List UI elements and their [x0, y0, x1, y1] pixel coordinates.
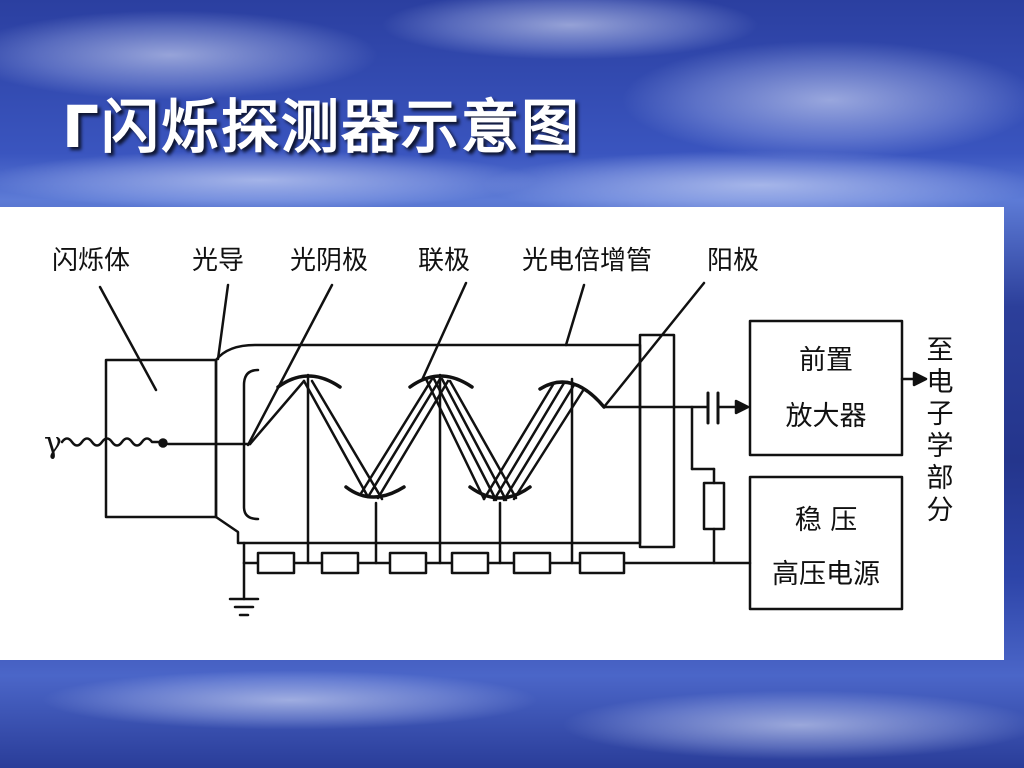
scintillation-detector-diagram: 闪烁体 光导 光阴极 联极 光电倍增管 阳极: [44, 246, 954, 617]
leader-dynode: [420, 281, 468, 382]
gamma-symbol: γ: [44, 426, 62, 461]
divider-resistor: [256, 551, 296, 575]
scintillator-box: [104, 358, 218, 519]
gamma-ray-wave: [60, 437, 162, 447]
leader-light-guide: [216, 283, 230, 361]
label-photocathode: 光阴极: [290, 246, 368, 276]
preamp-label-1: 前置: [799, 345, 853, 376]
label-light-guide: 光导: [192, 246, 244, 276]
output-label-char: 至: [927, 335, 954, 366]
divider-resistor: [578, 551, 626, 575]
output-label-char: 部: [927, 463, 954, 494]
divider-resistor: [388, 551, 428, 575]
electron-path: [440, 377, 508, 502]
output-label: 至 电 子 学 部 分: [927, 335, 954, 526]
slide-title: Γ闪烁探测器示意图: [62, 93, 581, 161]
electron-path: [302, 379, 370, 499]
electron-path: [482, 381, 556, 501]
leader-scintillator: [98, 285, 158, 392]
diagram-panel: 闪烁体 光导 光阴极 联极 光电倍增管 阳极: [0, 207, 1004, 660]
electron-path: [432, 377, 498, 502]
output-label-char: 分: [927, 495, 954, 526]
hv-supply-box: [748, 475, 904, 611]
electron-path: [492, 381, 566, 502]
gamma-interaction-point: [158, 438, 168, 448]
dynode-4: [468, 485, 532, 500]
electron-path: [512, 387, 586, 501]
divider-resistor: [320, 551, 360, 575]
output-label-char: 电: [927, 367, 954, 398]
electron-path: [448, 379, 518, 500]
output-label-char: 学: [927, 431, 954, 462]
label-anode: 阳极: [707, 246, 759, 276]
divider-resistor: [450, 551, 490, 575]
electron-path: [248, 379, 306, 446]
divider-resistor: [512, 551, 552, 575]
electron-path: [358, 377, 434, 497]
pmt-envelope: [214, 343, 642, 545]
arrow-icon: [912, 371, 928, 387]
output-label-char: 子: [927, 399, 954, 430]
electron-path: [424, 377, 486, 501]
leader-anode: [602, 281, 706, 409]
dynode-2: [344, 485, 406, 499]
electron-path: [366, 377, 442, 499]
label-dynode: 联极: [418, 246, 470, 276]
hv-label-1: 稳 压: [795, 505, 858, 536]
leader-photocathode: [246, 283, 334, 447]
preamp-label-2: 放大器: [786, 401, 867, 432]
electron-path: [376, 379, 450, 500]
label-scintillator: 闪烁体: [52, 246, 130, 276]
arrow-icon: [734, 399, 750, 415]
electron-path: [310, 379, 384, 501]
leader-pmt: [564, 283, 586, 347]
load-resistor: [702, 481, 726, 531]
electron-path: [502, 383, 576, 502]
photocathode-bracket: [242, 368, 260, 521]
anode-plate: [638, 333, 676, 549]
hv-label-2: 高压电源: [772, 559, 880, 590]
preamp-box: [748, 319, 904, 457]
label-pmt: 光电倍增管: [522, 246, 652, 276]
